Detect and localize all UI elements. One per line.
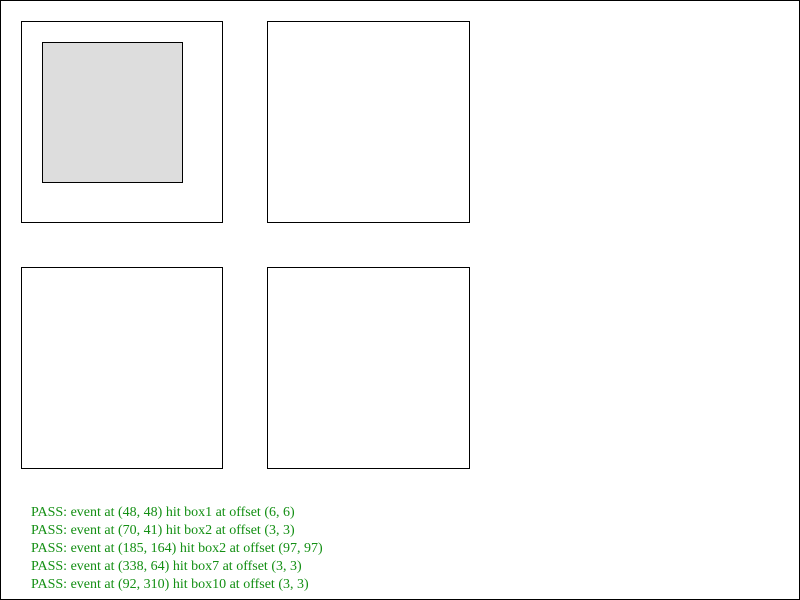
result-line: PASS: event at (338, 64) hit box7 at off… xyxy=(31,559,302,574)
box2[interactable] xyxy=(42,42,183,183)
box10[interactable] xyxy=(21,267,223,469)
box7[interactable] xyxy=(267,21,470,223)
box-bottom-right[interactable] xyxy=(267,267,470,469)
result-line: PASS: event at (92, 310) hit box10 at of… xyxy=(31,577,309,592)
results-log: PASS: event at (48, 48) hit box1 at offs… xyxy=(31,504,323,594)
result-line: PASS: event at (48, 48) hit box1 at offs… xyxy=(31,505,295,520)
result-line: PASS: event at (70, 41) hit box2 at offs… xyxy=(31,523,295,538)
result-line: PASS: event at (185, 164) hit box2 at of… xyxy=(31,541,323,556)
